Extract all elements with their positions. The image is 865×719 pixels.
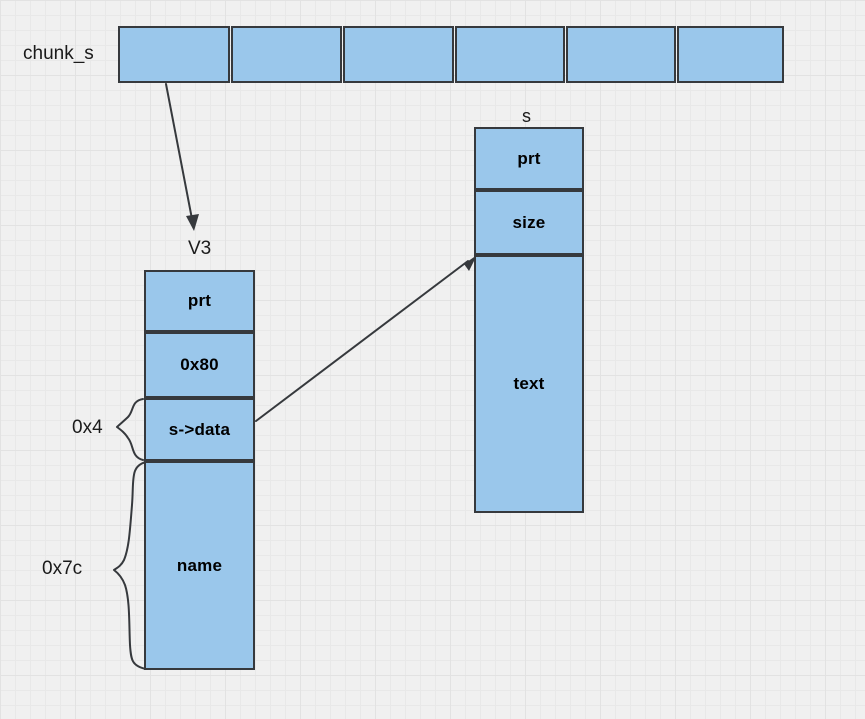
chunk-s-label: chunk_s <box>23 43 94 64</box>
s-field-size[interactable]: size <box>474 190 584 255</box>
chunk-cell-0[interactable] <box>118 26 230 83</box>
offset-label-0x4: 0x4 <box>72 417 103 438</box>
chunk-cell-5[interactable] <box>677 26 784 83</box>
chunk-cell-2[interactable] <box>343 26 454 83</box>
v3-field-size[interactable]: 0x80 <box>144 332 255 398</box>
v3-field-sdata[interactable]: s->data <box>144 398 255 461</box>
arrow-chunk-to-v3 <box>165 83 199 231</box>
s-field-text[interactable]: text <box>474 255 584 513</box>
v3-field-name[interactable]: name <box>144 461 255 670</box>
chunk-cell-4[interactable] <box>566 26 676 83</box>
chunk-cell-3[interactable] <box>455 26 565 83</box>
chunk-cell-1[interactable] <box>231 26 342 83</box>
s-field-prt[interactable]: prt <box>474 127 584 190</box>
s-label: s <box>522 106 531 126</box>
v3-label: V3 <box>188 238 212 259</box>
v3-field-prt[interactable]: prt <box>144 270 255 332</box>
brace-0x7c <box>113 461 147 670</box>
brace-0x4 <box>116 398 144 461</box>
arrow-sdata-to-s <box>255 255 477 422</box>
offset-label-0x7c: 0x7c <box>42 558 83 579</box>
